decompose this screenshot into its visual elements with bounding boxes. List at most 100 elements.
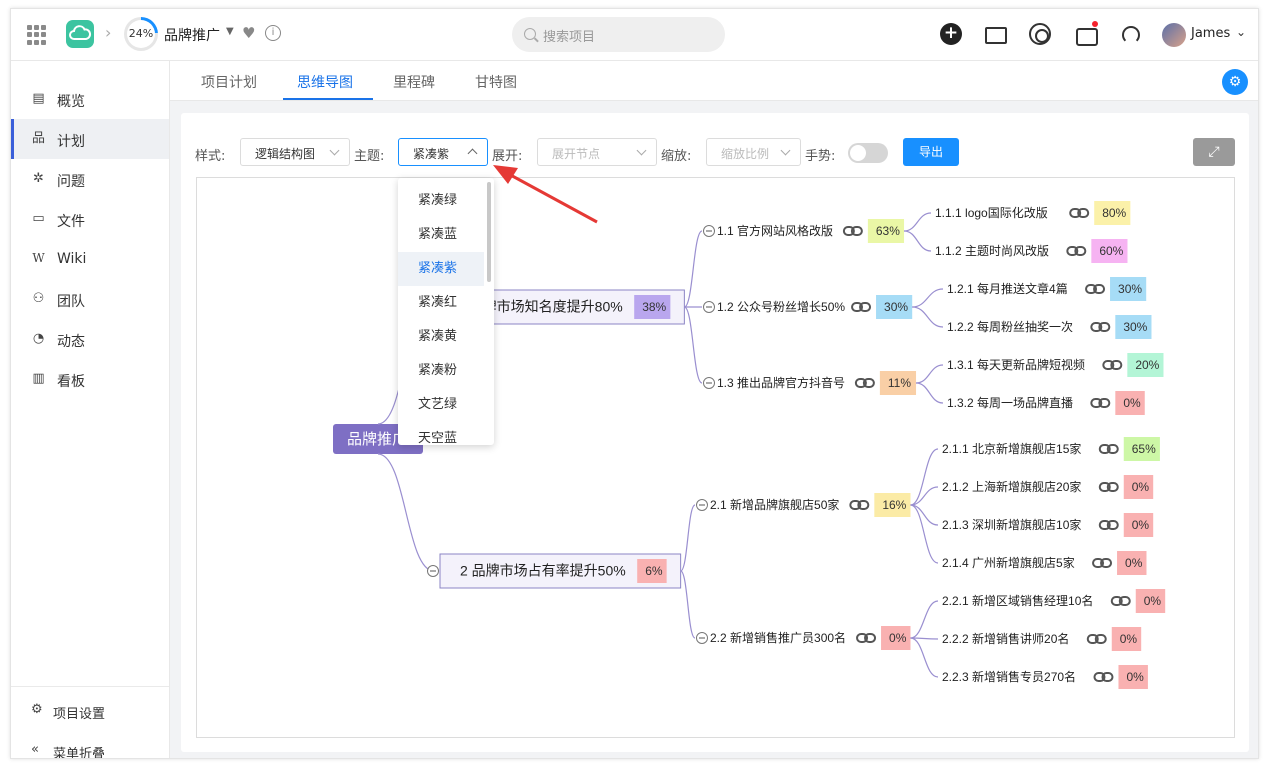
caret-down-icon[interactable]: ▼ <box>226 26 234 37</box>
link-icon[interactable] <box>1086 634 1107 644</box>
dropdown-scrollbar[interactable] <box>487 182 491 282</box>
sidebar-item-label: 文件 <box>57 214 85 230</box>
project-progress-text: 24% <box>127 20 155 48</box>
sidebar-item-plan[interactable]: 品 计划 <box>11 119 169 159</box>
leaf-topic-label: 1.1.2 主题时尚风改版 <box>935 244 1049 258</box>
progress-badge-text: 63% <box>876 224 900 238</box>
expand-select[interactable]: 展开节点 <box>537 138 657 166</box>
theme-select[interactable]: 紧凑紫 <box>398 138 488 166</box>
sidebar-item-team[interactable]: ⚇ 团队 <box>11 279 169 319</box>
link-icon[interactable] <box>1102 360 1123 370</box>
progress-badge <box>1117 551 1147 575</box>
tab-milestones[interactable]: 里程碑 <box>393 75 435 91</box>
subtopic-label: 2.1 新增品牌旗舰店50家 <box>710 497 839 512</box>
link-icon[interactable] <box>849 500 870 510</box>
mindmap-connector <box>683 230 703 308</box>
link-icon[interactable] <box>1092 558 1113 568</box>
mindmap-connector <box>910 637 939 678</box>
avatar[interactable] <box>1162 23 1186 47</box>
link-icon[interactable] <box>1069 208 1090 218</box>
tab-mind-map[interactable]: 思维导图 <box>297 75 353 91</box>
folder-icon: ▭ <box>32 211 45 226</box>
mindmap-connector <box>910 504 939 526</box>
project-name[interactable]: 品牌推广 <box>164 28 220 44</box>
sidebar-item-wiki[interactable]: W Wiki <box>11 239 169 279</box>
link-icon[interactable] <box>1066 246 1087 256</box>
style-select[interactable]: 逻辑结构图 <box>240 138 350 166</box>
bug-icon: ✲ <box>33 171 44 186</box>
cloud-logo-icon[interactable] <box>66 20 94 48</box>
sidebar-item-files[interactable]: ▭ 文件 <box>11 199 169 239</box>
style-label: 样式: <box>195 149 226 164</box>
subtopic-label: 1.1 官方网站风格改版 <box>717 223 833 238</box>
sidebar: ▤ 概览 品 计划 ✲ 问题 ▭ 文件 W Wiki ⚇ 团队 ◔ 动态 ▥ 看 <box>11 61 170 758</box>
theme-option[interactable]: 紧凑红 <box>418 295 458 310</box>
link-icon[interactable] <box>1098 520 1119 530</box>
user-name[interactable]: James <box>1191 26 1231 41</box>
link-icon[interactable] <box>1098 482 1119 492</box>
progress-badge <box>881 626 911 650</box>
sidebar-divider <box>11 686 169 687</box>
leaf-topic-label: 2.1.4 广州新增旗舰店5家 <box>942 555 1075 570</box>
theme-option[interactable]: 天空蓝 <box>418 431 458 445</box>
progress-badge <box>637 559 667 583</box>
leaf-topic-label: 1.2.2 每周粉丝抽奖一次 <box>947 319 1073 334</box>
chevron-down-icon[interactable]: ⌄ <box>1236 25 1247 39</box>
tab-gantt[interactable]: 甘特图 <box>475 75 517 91</box>
root-node-label: 品牌推广 <box>347 431 407 448</box>
link-icon[interactable] <box>856 633 877 643</box>
team-icon: ⚇ <box>32 291 45 306</box>
zoom-label: 缩放: <box>661 149 692 164</box>
sidebar-item-dashboard[interactable]: ▥ 看板 <box>11 359 169 399</box>
link-icon[interactable] <box>1085 284 1106 294</box>
inbox-icon[interactable] <box>1074 21 1098 46</box>
zoom-select[interactable]: 缩放比例 <box>706 138 801 166</box>
mindmap-connector <box>377 453 435 572</box>
sidebar-item-issues[interactable]: ✲ 问题 <box>11 159 169 199</box>
theme-option[interactable]: 紧凑黄 <box>418 329 458 344</box>
sidebar-item-activity[interactable]: ◔ 动态 <box>11 319 169 359</box>
gear-icon[interactable]: ⚙ <box>1222 69 1248 95</box>
mindmap-connector <box>903 212 932 232</box>
sidebar-item-overview[interactable]: ▤ 概览 <box>11 79 169 119</box>
sidebar-item-label: 问题 <box>57 174 85 190</box>
theme-option[interactable]: 紧凑蓝 <box>418 227 458 242</box>
headset-icon[interactable] <box>1119 23 1141 45</box>
folder-open-icon[interactable] <box>983 23 1007 45</box>
tab-project-plan[interactable]: 项目计划 <box>201 75 257 91</box>
chevron-down-icon <box>329 145 340 156</box>
mindmap-connector <box>910 448 939 506</box>
fullscreen-icon[interactable]: ⤢ <box>1193 138 1235 166</box>
link-icon[interactable] <box>851 302 872 312</box>
mindmap-connector <box>910 600 939 639</box>
collapse-menu-button[interactable]: « 菜单折叠 <box>11 733 169 758</box>
theme-option[interactable]: 紧凑绿 <box>418 193 458 208</box>
add-icon[interactable]: + <box>940 23 962 45</box>
apps-grid-icon[interactable] <box>27 25 47 45</box>
heart-icon[interactable]: ♥ <box>242 24 256 42</box>
theme-option[interactable]: 文艺绿 <box>418 397 458 412</box>
link-icon[interactable] <box>1110 596 1131 606</box>
subtopic-label: 1.3 推出品牌官方抖音号 <box>717 375 845 390</box>
progress-badge <box>867 219 905 243</box>
export-button[interactable]: 导出 <box>903 138 959 166</box>
search-box[interactable]: 搜索项目 <box>512 17 725 52</box>
leaf-topic-label: 2.2.3 新增销售专员270名 <box>942 669 1076 684</box>
theme-option-selected[interactable]: 紧凑紫 <box>398 252 484 286</box>
link-icon[interactable] <box>1090 322 1111 332</box>
gesture-toggle[interactable] <box>848 143 888 163</box>
link-icon[interactable] <box>1093 672 1114 682</box>
search-placeholder[interactable]: 搜索项目 <box>543 30 596 45</box>
link-icon[interactable] <box>1090 398 1111 408</box>
mindmap-connector <box>912 288 944 308</box>
link-icon[interactable] <box>1098 444 1119 454</box>
link-icon[interactable] <box>854 378 875 388</box>
info-icon[interactable]: i <box>265 25 281 41</box>
lifebuoy-icon[interactable] <box>1029 23 1051 45</box>
project-settings-label: 项目设置 <box>53 707 106 722</box>
link-icon[interactable] <box>842 226 863 236</box>
progress-badge <box>634 295 671 319</box>
theme-option[interactable]: 紧凑粉 <box>418 363 458 378</box>
project-settings-button[interactable]: ⚙ 项目设置 <box>11 693 169 729</box>
